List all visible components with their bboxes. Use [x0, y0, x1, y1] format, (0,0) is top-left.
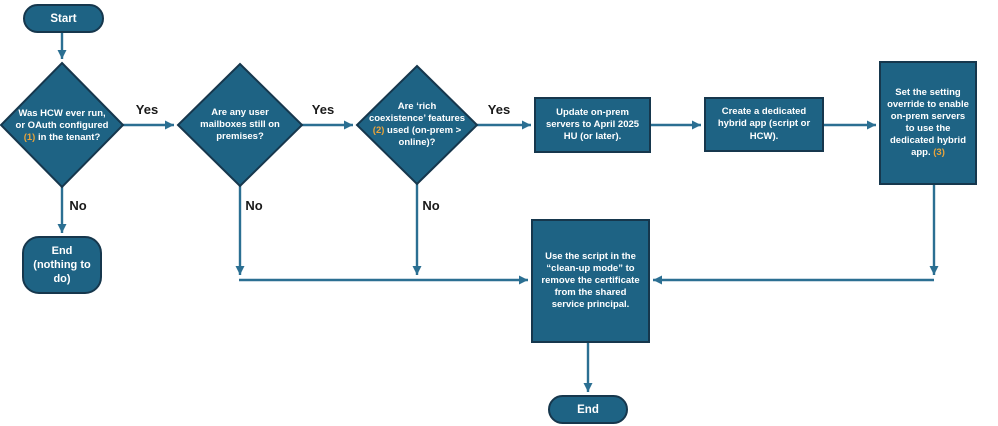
- decision-diamond-coexistence: [355, 64, 479, 186]
- end-final-node: End: [548, 395, 628, 424]
- process-setting-override: Set the setting override to enable on-pr…: [879, 61, 977, 185]
- edge-label-mailboxes-no: No: [245, 197, 263, 213]
- process-update-servers: Update on-prem servers to April 2025 HU …: [534, 97, 651, 153]
- decision-coexistence-text: Are ‘rich coexistence’ features (2) used…: [368, 101, 466, 148]
- decision-diamond-hcw: [0, 61, 125, 189]
- end-nothing-node: End (nothing to do): [22, 236, 102, 294]
- edge-label-hcw-no: No: [69, 197, 87, 213]
- reference-3: (3): [933, 147, 945, 159]
- decision-hcw-text: Was HCW ever run, or OAuth configured (1…: [15, 108, 109, 143]
- edge-label-mailboxes-yes: Yes: [311, 101, 335, 117]
- reference-1: (1): [23, 131, 36, 143]
- process-create-hybrid-app: Create a dedicated hybrid app (script or…: [704, 97, 824, 152]
- edge-label-coexistence-yes: Yes: [487, 101, 511, 117]
- start-node: Start: [23, 4, 104, 33]
- process-update-text: Update on-prem servers to April 2025 HU …: [545, 106, 640, 143]
- process-override-text: Set the setting override to enable on-pr…: [887, 86, 969, 159]
- decision-mailboxes-text: Are any user mailboxes still on premises…: [200, 107, 280, 142]
- end-final-label: End: [577, 403, 599, 416]
- edge-label-hcw-yes: Yes: [135, 101, 159, 117]
- start-label: Start: [50, 12, 77, 25]
- edge-label-coexistence-no: No: [422, 197, 440, 213]
- process-create-text: Create a dedicated hybrid app (script or…: [717, 106, 811, 142]
- process-cleanup-text: Use the script in the “clean-up mode” to…: [541, 250, 640, 311]
- reference-2: (2): [372, 125, 385, 136]
- end-nothing-label: End (nothing to do): [33, 244, 91, 286]
- process-cleanup-script: Use the script in the “clean-up mode” to…: [531, 219, 650, 343]
- decision-diamond-mailboxes: [176, 62, 304, 188]
